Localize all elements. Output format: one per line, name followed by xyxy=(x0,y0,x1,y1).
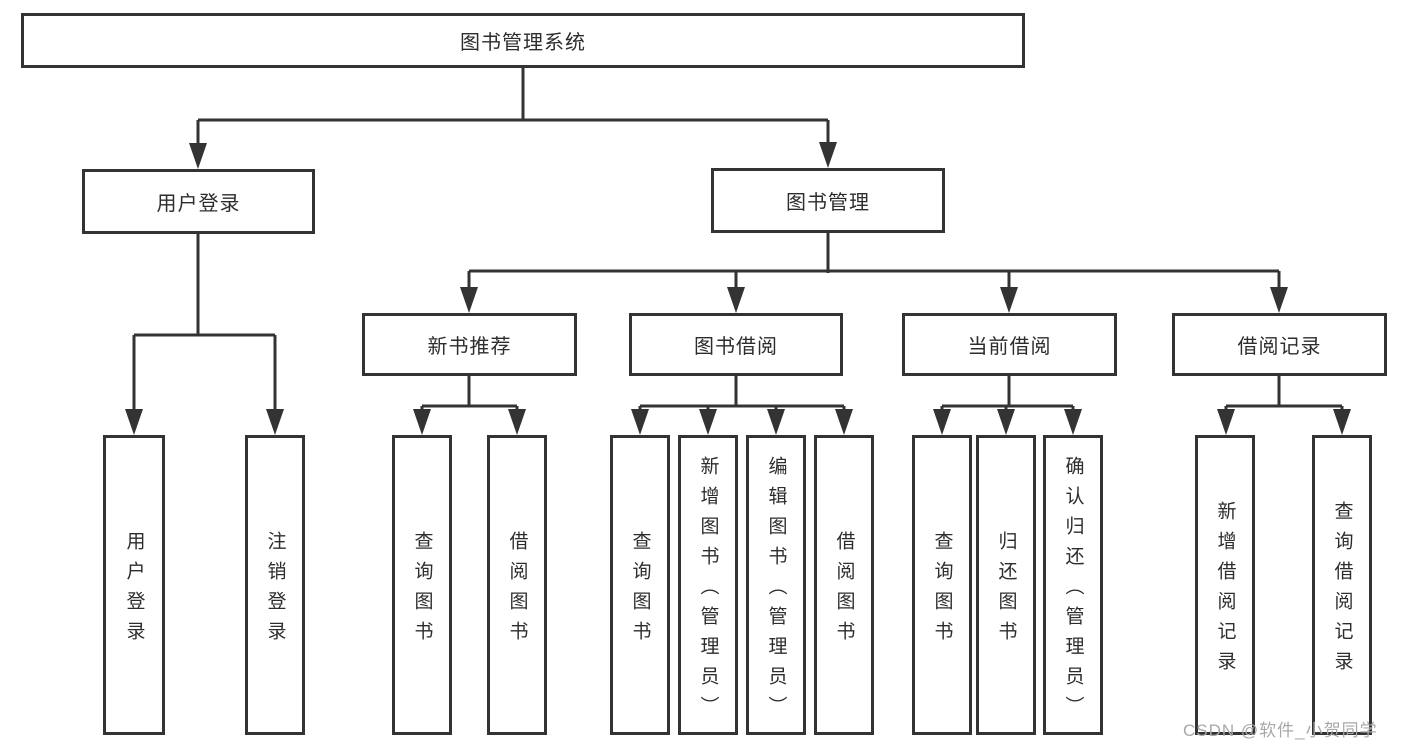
leaf-logout-login: 注销登录 xyxy=(245,435,305,735)
node-new-book-recommend: 新书推荐 xyxy=(362,313,577,376)
node-book-management-label: 图书管理 xyxy=(786,192,870,214)
leaf-add-borrow-record-label: 新增借阅记录 xyxy=(1214,500,1236,681)
leaf-query-books-label: 查询图书 xyxy=(931,530,953,651)
leaf-borrow-books: 借阅图书 xyxy=(487,435,547,735)
node-root-label: 图书管理系统 xyxy=(460,32,586,54)
node-book-borrow-label: 图书借阅 xyxy=(694,336,778,358)
leaf-query-books: 查询图书 xyxy=(912,435,972,735)
node-user-login: 用户登录 xyxy=(82,169,315,234)
leaf-add-books-admin-label: 新增图书（管理员） xyxy=(697,455,719,726)
leaf-borrow-books: 借阅图书 xyxy=(814,435,874,735)
leaf-return-books-label: 归还图书 xyxy=(995,530,1017,651)
node-book-management: 图书管理 xyxy=(711,168,945,233)
leaf-borrow-books-label: 借阅图书 xyxy=(506,530,528,651)
leaf-query-books-label: 查询图书 xyxy=(629,530,651,651)
node-borrow-records: 借阅记录 xyxy=(1172,313,1387,376)
leaf-confirm-return-admin-label: 确认归还（管理员） xyxy=(1062,455,1084,726)
leaf-query-books: 查询图书 xyxy=(392,435,452,735)
leaf-add-books-admin: 新增图书（管理员） xyxy=(678,435,738,735)
node-user-login-label: 用户登录 xyxy=(156,193,241,215)
leaf-borrow-books-label: 借阅图书 xyxy=(833,530,855,651)
leaf-logout-login-label: 注销登录 xyxy=(264,530,286,651)
leaf-user-login: 用户登录 xyxy=(103,435,165,735)
leaf-edit-books-admin-label: 编辑图书（管理员） xyxy=(765,455,787,726)
watermark-text: CSDN @软件_小贺同学 xyxy=(1183,721,1378,740)
node-current-borrow-label: 当前借阅 xyxy=(967,336,1052,358)
leaf-confirm-return-admin: 确认归还（管理员） xyxy=(1043,435,1103,735)
leaf-add-borrow-record: 新增借阅记录 xyxy=(1195,435,1255,735)
leaf-user-login-label: 用户登录 xyxy=(123,530,145,651)
leaf-query-borrow-record-label: 查询借阅记录 xyxy=(1331,500,1353,681)
leaf-query-books-label: 查询图书 xyxy=(411,530,433,651)
node-root: 图书管理系统 xyxy=(21,13,1025,68)
node-current-borrow: 当前借阅 xyxy=(902,313,1117,376)
node-borrow-records-label: 借阅记录 xyxy=(1237,336,1322,358)
leaf-query-books: 查询图书 xyxy=(610,435,670,735)
leaf-edit-books-admin: 编辑图书（管理员） xyxy=(746,435,806,735)
node-new-book-recommend-label: 新书推荐 xyxy=(427,336,512,358)
leaf-query-borrow-record: 查询借阅记录 xyxy=(1312,435,1372,735)
node-book-borrow: 图书借阅 xyxy=(629,313,843,376)
leaf-return-books: 归还图书 xyxy=(976,435,1036,735)
